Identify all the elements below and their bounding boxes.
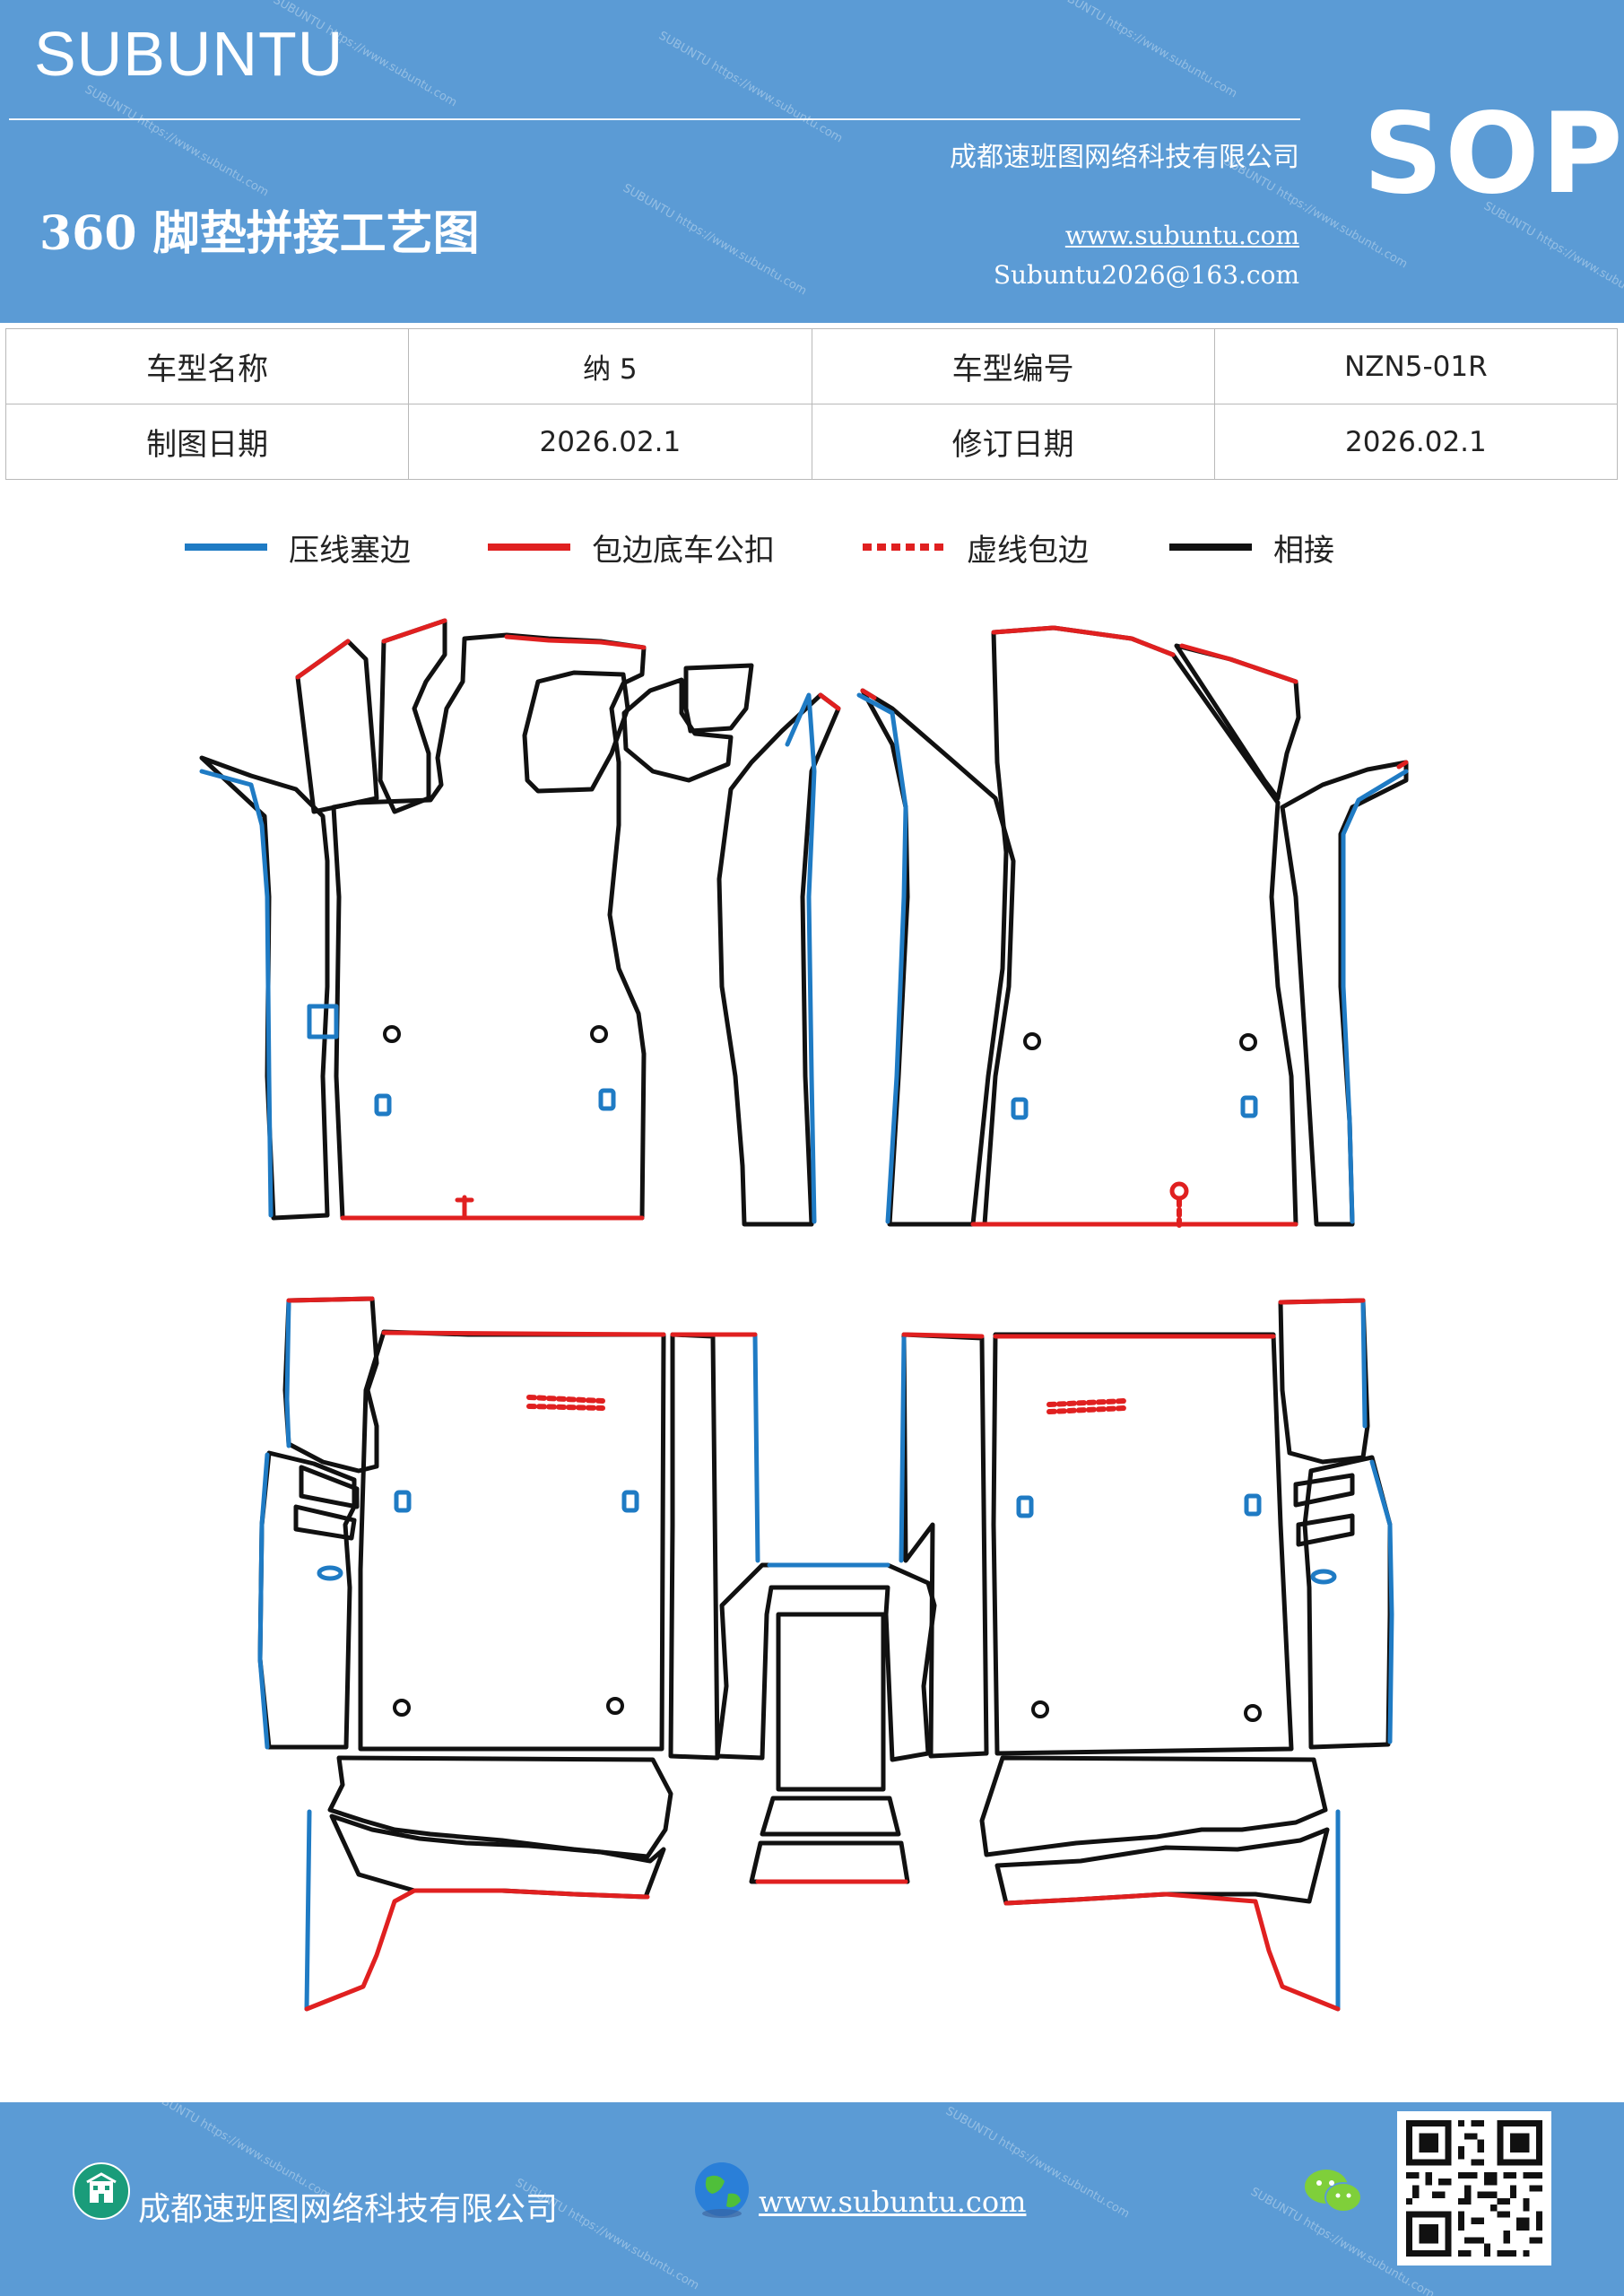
mat-piece [1278,1298,1370,1465]
table-cell: 制图日期 [4,404,410,480]
table-cell: 2026.02.1 [408,404,812,480]
watermark: SUBUNTU https://www.subuntu.com [656,29,846,146]
qr-code-icon [1406,2120,1542,2257]
footer-website-link[interactable]: www.subuntu.com [759,2185,1027,2219]
table-row: 制图日期 2026.02.1 修订日期 2026.02.1 [4,404,1619,480]
mat-piece [299,1465,360,1509]
legend-swatch-black [1169,544,1252,551]
table-row: 车型名称 纳 5 车型编号 NZN5-01R [4,328,1619,404]
legend-item: 包边底车公扣 [488,520,775,574]
line-legend: 压线塞边 包边底车公扣 虚线包边 相接 [0,520,1624,574]
header-banner: SUBUNTU https://www.subuntu.com SUBUNTU … [0,0,1624,323]
table-cell: 车型名称 [4,328,410,404]
legend-label: 包边底车公扣 [592,532,775,569]
legend-item: 虚线包边 [863,520,1089,574]
mat-piece [860,688,1016,1227]
fastener-holes [383,1025,1262,1722]
red-dotted-edges [526,1197,1182,1414]
footer-banner: SUBUNTU https://www.subuntu.com SUBUNTU … [0,2102,1624,2296]
floor-mat-diagram [199,618,1409,2012]
mat-piece [378,618,447,814]
legend-label: 压线塞边 [289,532,411,569]
mat-piece [1293,1473,1355,1508]
mat-piece [979,1755,1328,1857]
table-cell: 修订日期 [811,404,1215,480]
globe-icon [695,2162,749,2218]
red-edges [286,618,1409,2012]
header-email: Subuntu2026@163.com [993,260,1299,290]
legend-item: 相接 [1169,520,1334,574]
legend-swatch-blue [185,544,267,551]
mat-piece [901,1332,989,1759]
mat-piece [668,1332,720,1761]
blue-edges [199,692,1409,2012]
mat-piece [760,1796,901,1837]
mat-piece [522,670,630,794]
mat-piece [199,755,330,1221]
watermark: SUBUNTU https://www.subuntu.com [1050,0,1240,101]
header-company: 成都速班图网络科技有限公司 [950,142,1299,173]
brand-logo-text: SUBUNTU [34,19,344,89]
mat-piece [293,1504,357,1541]
header-divider [9,118,1300,120]
footer-company: 成都速班图网络科技有限公司 [138,2191,559,2228]
table-cell: NZN5-01R [1213,328,1619,404]
mat-piece [776,1612,886,1792]
table-cell: 2026.02.1 [1213,404,1619,480]
qr-code [1397,2111,1551,2266]
table-cell: 车型编号 [811,328,1215,404]
mat-piece [970,625,1298,1227]
mat-piece [683,663,754,734]
legend-label: 虚线包边 [967,532,1089,569]
mat-piece [1174,643,1301,801]
vehicle-info-table: 车型名称 纳 5 车型编号 NZN5-01R 制图日期 2026.02.1 修订… [4,328,1619,480]
mat-piece [327,1755,673,1859]
header-website-link[interactable]: www.subuntu.com [1064,221,1299,250]
mat-piece [749,1840,910,1884]
mat-outlines [199,618,1409,1906]
building-icon [73,2162,130,2220]
legend-label: 相接 [1273,532,1334,569]
mat-piece [329,1813,666,1900]
page-title: 360 脚垫拼接工艺图 [39,206,480,261]
mat-piece [991,1332,1294,1756]
legend-swatch-red [488,544,570,551]
wechat-icon [1305,2170,1362,2213]
watermark: SUBUNTU https://www.subuntu.com [620,181,810,299]
mat-piece [621,677,734,783]
mat-piece [1280,760,1409,1227]
mat-piece [358,1329,666,1752]
legend-swatch-red-dotted [863,544,945,551]
legend-item: 压线塞边 [185,520,411,574]
watermark: SUBUNTU https://www.subuntu.com [82,83,272,200]
mat-piece [1296,1513,1355,1547]
table-cell: 纳 5 [408,328,812,404]
mat-piece [994,1827,1330,1906]
mat-piece [716,692,841,1227]
sop-badge: SOP [1363,90,1624,219]
mat-piece [331,632,647,1221]
mat-piece [715,1562,937,1762]
